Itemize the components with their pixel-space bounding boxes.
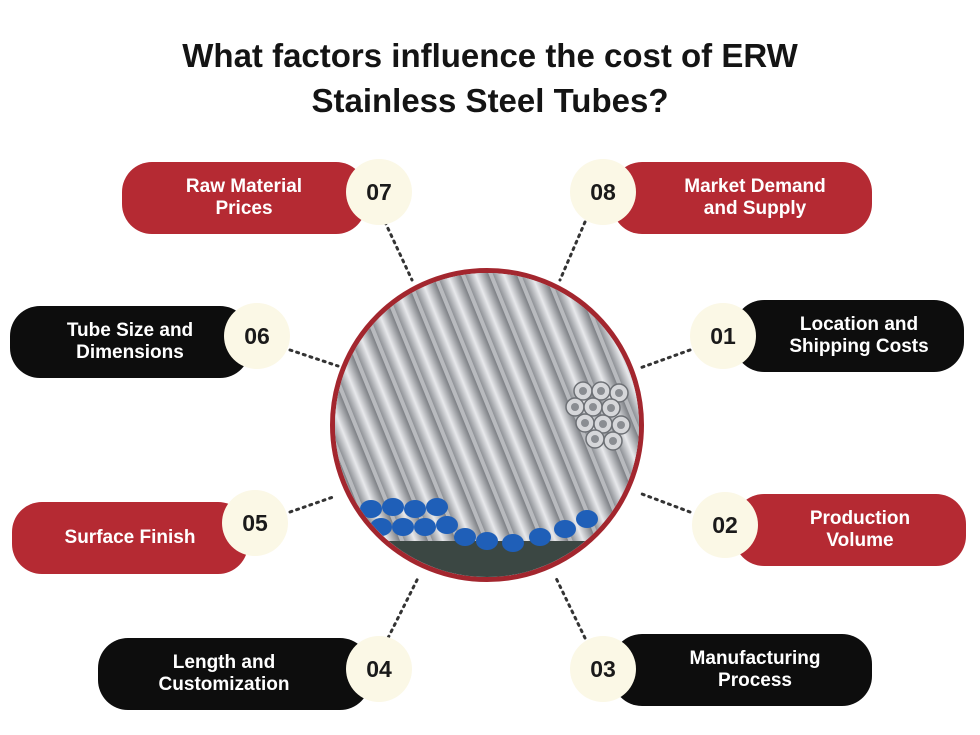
connector-02 (640, 492, 692, 514)
connector-03 (554, 576, 587, 640)
factor-05-label-line1: Surface Finish (64, 527, 196, 548)
factor-01-label-line1: Location and (799, 314, 919, 335)
factor-06-label-line1: Tube Size and (66, 320, 194, 341)
factor-05-number: 05 (222, 490, 288, 556)
factor-05-pill: Surface Finish (12, 502, 248, 574)
factor-02-number: 02 (692, 492, 758, 558)
factor-07-number: 07 (346, 159, 412, 225)
page-title-line1: What factors influence the cost of ERW (182, 37, 798, 74)
page-title-line2: Stainless Steel Tubes? (311, 82, 669, 119)
factor-03-label-line1: Manufacturing (689, 648, 821, 669)
connector-06 (288, 348, 340, 368)
factor-08-label-line2: and Supply (703, 198, 807, 219)
factor-07-label-line1: Raw Material (185, 176, 303, 197)
factor-04-label-line2: Customization (158, 674, 290, 695)
factor-04-label-line1: Length and (172, 652, 276, 673)
connector-08 (558, 220, 587, 282)
factor-01-label-line2: Shipping Costs (789, 336, 929, 357)
factor-08-number: 08 (570, 159, 636, 225)
factor-08-label-line1: Market Demand (684, 176, 826, 197)
factor-07-label-line2: Prices (215, 198, 273, 219)
connector-07 (383, 220, 414, 282)
factor-06-number: 06 (224, 303, 290, 369)
factor-02-label-line2: Volume (826, 530, 894, 551)
factor-01-number: 01 (690, 303, 756, 369)
factor-03-label-line2: Process (718, 670, 792, 691)
connector-01 (638, 348, 692, 370)
connector-04 (386, 576, 420, 640)
connector-05 (288, 494, 338, 514)
factor-06-label-line2: Dimensions (76, 342, 184, 363)
factor-04-number: 04 (346, 636, 412, 702)
factor-02-label-line1: Production (809, 508, 911, 529)
stainless-steel-tubes-photo (330, 268, 644, 582)
factor-03-number: 03 (570, 636, 636, 702)
